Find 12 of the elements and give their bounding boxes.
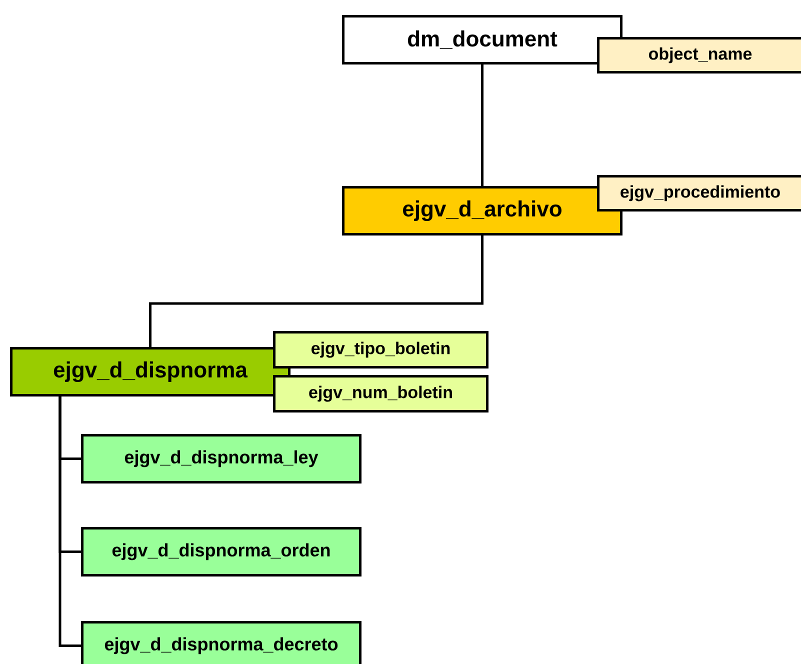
connector bbox=[58, 396, 81, 647]
type-box: ejgv_d_dispnorma bbox=[10, 347, 290, 396]
subtype-box: ejgv_d_dispnorma_decreto bbox=[81, 620, 362, 664]
connector bbox=[481, 64, 484, 186]
attribute-box: ejgv_procedimiento bbox=[597, 175, 801, 212]
type-box: dm_document bbox=[342, 15, 622, 64]
connector bbox=[149, 236, 484, 347]
attribute-box: ejgv_tipo_boletin bbox=[273, 330, 488, 368]
attribute-box: ejgv_num_boletin bbox=[273, 374, 488, 412]
subtype-box: ejgv_d_dispnorma_ley bbox=[81, 434, 362, 484]
attribute-box: object_name bbox=[597, 37, 801, 74]
subtype-box: ejgv_d_dispnorma_orden bbox=[81, 527, 362, 576]
